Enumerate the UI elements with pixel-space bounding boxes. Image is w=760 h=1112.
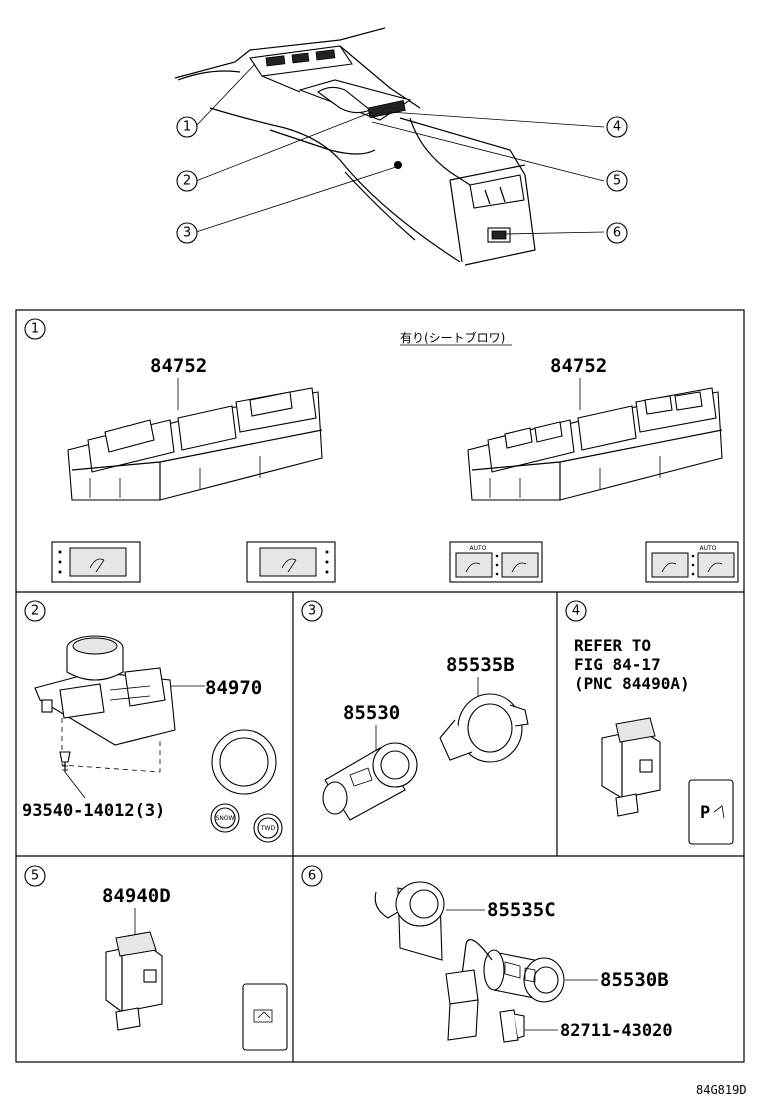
power-outlet-socket (322, 742, 418, 821)
panel-2: 2 84970 93540-14012(3) (22, 600, 283, 843)
svg-text:3: 3 (183, 226, 191, 241)
panel-6: 6 85535C 85530B 82711-43020 (301, 865, 673, 1043)
refer-line-1: REFER TO (574, 636, 651, 655)
panel-5-number: 5 (24, 865, 46, 887)
panel-3-number: 3 (301, 600, 323, 622)
switch-84940D (105, 931, 163, 1031)
svg-text:5: 5 (31, 869, 39, 884)
panel-5: 5 84940D (24, 865, 288, 1051)
part-85535B[interactable]: 85535B (446, 654, 515, 676)
outlet-socket-85530B (445, 939, 565, 1041)
svg-text:4: 4 (613, 120, 621, 135)
outlet-housing-85535C (374, 881, 445, 961)
knob-ring-icon (211, 729, 277, 795)
drive-mode-switch (34, 635, 176, 773)
parking-switch (601, 717, 661, 817)
panel-1-number: 1 (24, 318, 46, 340)
svg-text:P: P (700, 803, 710, 823)
seat-switch-assembly-left (67, 387, 323, 501)
power-outlet-housing (439, 693, 529, 763)
svg-text:AUTO: AUTO (700, 545, 717, 552)
callout-5[interactable]: 5 (606, 170, 628, 192)
part-84752-left[interactable]: 84752 (150, 355, 207, 377)
svg-text:6: 6 (613, 226, 621, 241)
panel-2-number: 2 (24, 600, 46, 622)
svg-text:4: 4 (572, 604, 580, 619)
seat-climate-button-icon-1: AUTO (449, 541, 543, 583)
callout-4[interactable]: 4 (606, 116, 628, 138)
svg-text:2: 2 (183, 174, 191, 189)
refer-line-2: FIG 84-17 (574, 655, 661, 674)
figure-code: 84G819D (696, 1083, 747, 1097)
seat-switch-assembly-right (467, 387, 723, 501)
svg-text:AUTO: AUTO (470, 545, 487, 552)
callout-3[interactable]: 3 (176, 222, 198, 244)
seat-heater-button-icon-1 (51, 541, 141, 583)
snow-button-icon: SNOW (210, 803, 240, 833)
panel-3: 3 85535B 85530 (301, 600, 529, 821)
callout-6[interactable]: 6 (606, 222, 628, 244)
part-93540-14012[interactable]: 93540-14012(3) (22, 801, 165, 821)
clip-82711-43020 (499, 1009, 525, 1043)
seat-heater-button-icon-2 (246, 541, 336, 583)
svg-text:5: 5 (613, 174, 621, 189)
part-85535C[interactable]: 85535C (487, 899, 556, 921)
callout-1[interactable]: 1 (176, 116, 198, 138)
refer-line-3: (PNC 84490A) (574, 674, 690, 693)
panel-grid (15, 309, 745, 1063)
svg-text:6: 6 (308, 869, 316, 884)
switch-button-icon (242, 983, 288, 1051)
svg-text:3: 3 (308, 604, 316, 619)
parking-button-icon: P (688, 779, 734, 845)
part-84970[interactable]: 84970 (205, 677, 262, 699)
part-84752-right[interactable]: 84752 (550, 355, 607, 377)
panel-4: 4 REFER TO FIG 84-17 (PNC 84490A) P (565, 600, 734, 845)
console-overview: 1 2 3 4 5 6 (174, 27, 628, 266)
svg-text:SNOW: SNOW (216, 815, 235, 822)
seat-climate-button-icon-2: AUTO (645, 541, 739, 583)
callout-2[interactable]: 2 (176, 170, 198, 192)
part-84940D[interactable]: 84940D (102, 885, 171, 907)
svg-text:1: 1 (183, 120, 191, 135)
screw-icon (59, 751, 71, 772)
panel-6-number: 6 (301, 865, 323, 887)
panel-1: 1 有り(シートブロワ) 84752 84752 (24, 318, 739, 583)
part-85530B[interactable]: 85530B (600, 969, 669, 991)
svg-text:1: 1 (31, 322, 39, 337)
panel-1-note: 有り(シートブロワ) (400, 330, 505, 345)
panel-4-number: 4 (565, 600, 587, 622)
part-85530[interactable]: 85530 (343, 702, 400, 724)
part-82711-43020[interactable]: 82711-43020 (560, 1021, 673, 1041)
svg-text:TWD: TWD (260, 825, 276, 832)
twd-button-icon: TWD (253, 813, 283, 843)
svg-text:2: 2 (31, 604, 39, 619)
